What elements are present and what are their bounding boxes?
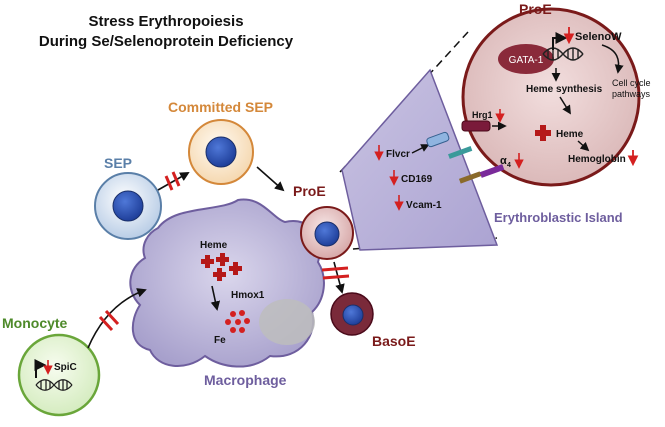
selenow-to-cell-cycle-arrow — [601, 44, 624, 74]
hrg1-transporter — [461, 120, 491, 132]
hmox1-label: Hmox1 — [231, 290, 265, 301]
baso-label: BasoE — [372, 333, 416, 349]
baso-nucleus — [342, 304, 364, 326]
heme-to-hemoglobin-arrow — [577, 140, 590, 152]
alpha4-label: α — [500, 155, 507, 167]
heme-inset-label: Heme — [556, 129, 584, 140]
macrophage-nucleus — [259, 299, 315, 345]
committed-to-proe-arrow — [256, 166, 285, 192]
heme-to-fe-arrow — [210, 285, 221, 311]
flvcr-label: Flvcr — [386, 149, 410, 160]
proe-label: ProE — [293, 183, 326, 199]
title-line-2: During Se/Selenoprotein Deficiency — [39, 33, 294, 50]
inhibition-icon-proe — [321, 266, 350, 280]
alpha4-integrin — [479, 164, 505, 178]
heme-synthesis-label: Heme synthesis — [526, 84, 603, 95]
selenow-label: SelenoW — [575, 31, 622, 43]
macrophage-label: Macrophage — [204, 372, 287, 388]
gata1-factor — [498, 44, 554, 74]
macrophage-heme-label: Heme — [200, 240, 228, 251]
sep-label: SEP — [104, 155, 132, 171]
inset-title: ProE — [519, 1, 552, 17]
synthesis-to-heme-arrow — [559, 96, 571, 115]
alpha4-subscript: 4 — [507, 162, 511, 169]
fe-label: Fe — [214, 335, 226, 346]
inhibition-icon-sep — [164, 171, 181, 191]
gata1-label: GATA-1 — [509, 55, 544, 66]
transcription-arrow-monocyte — [34, 359, 47, 378]
cd169-label: CD169 — [401, 174, 433, 185]
proe-nucleus — [314, 221, 340, 247]
hemoglobin-label: Hemoglobin — [568, 154, 626, 165]
sep-nucleus — [112, 190, 144, 222]
erythroblastic-island-panel — [341, 68, 499, 251]
flvcr-export-arrow — [411, 144, 430, 154]
erythroblastic-island-label: Erythroblastic Island — [494, 210, 623, 225]
heme-cross-icon-inset — [535, 125, 551, 141]
committed-sep-label: Committed SEP — [168, 99, 273, 115]
dna-helix-monocyte — [35, 379, 73, 391]
committed-sep-nucleus — [205, 136, 237, 168]
vcam1-label: Vcam-1 — [406, 200, 442, 211]
sep-to-committed-arrow — [157, 172, 190, 191]
hrg1-label: Hrg1 — [472, 110, 493, 120]
monocyte-label: Monocyte — [2, 315, 68, 331]
spic-label: SpiC — [54, 362, 77, 373]
heme-cross-icons-macrophage — [201, 253, 242, 281]
cd169-receptor — [448, 146, 473, 159]
title-line-1: Stress Erythropoiesis — [88, 13, 243, 30]
inhibition-icon-monocyte — [98, 309, 120, 332]
dna-helix-inset — [542, 47, 584, 61]
cell-cycle-label-2: pathways — [612, 89, 651, 99]
monocyte-cell — [17, 333, 101, 417]
monocyte-to-macrophage-arrow — [87, 288, 147, 349]
vcam1-receptor — [458, 171, 482, 184]
transcription-arrow-inset — [552, 32, 568, 50]
cell-cycle-label-1: Cell cycle — [612, 78, 651, 88]
fe-dots-icon — [225, 310, 250, 333]
flvcr-transporter — [426, 131, 450, 148]
